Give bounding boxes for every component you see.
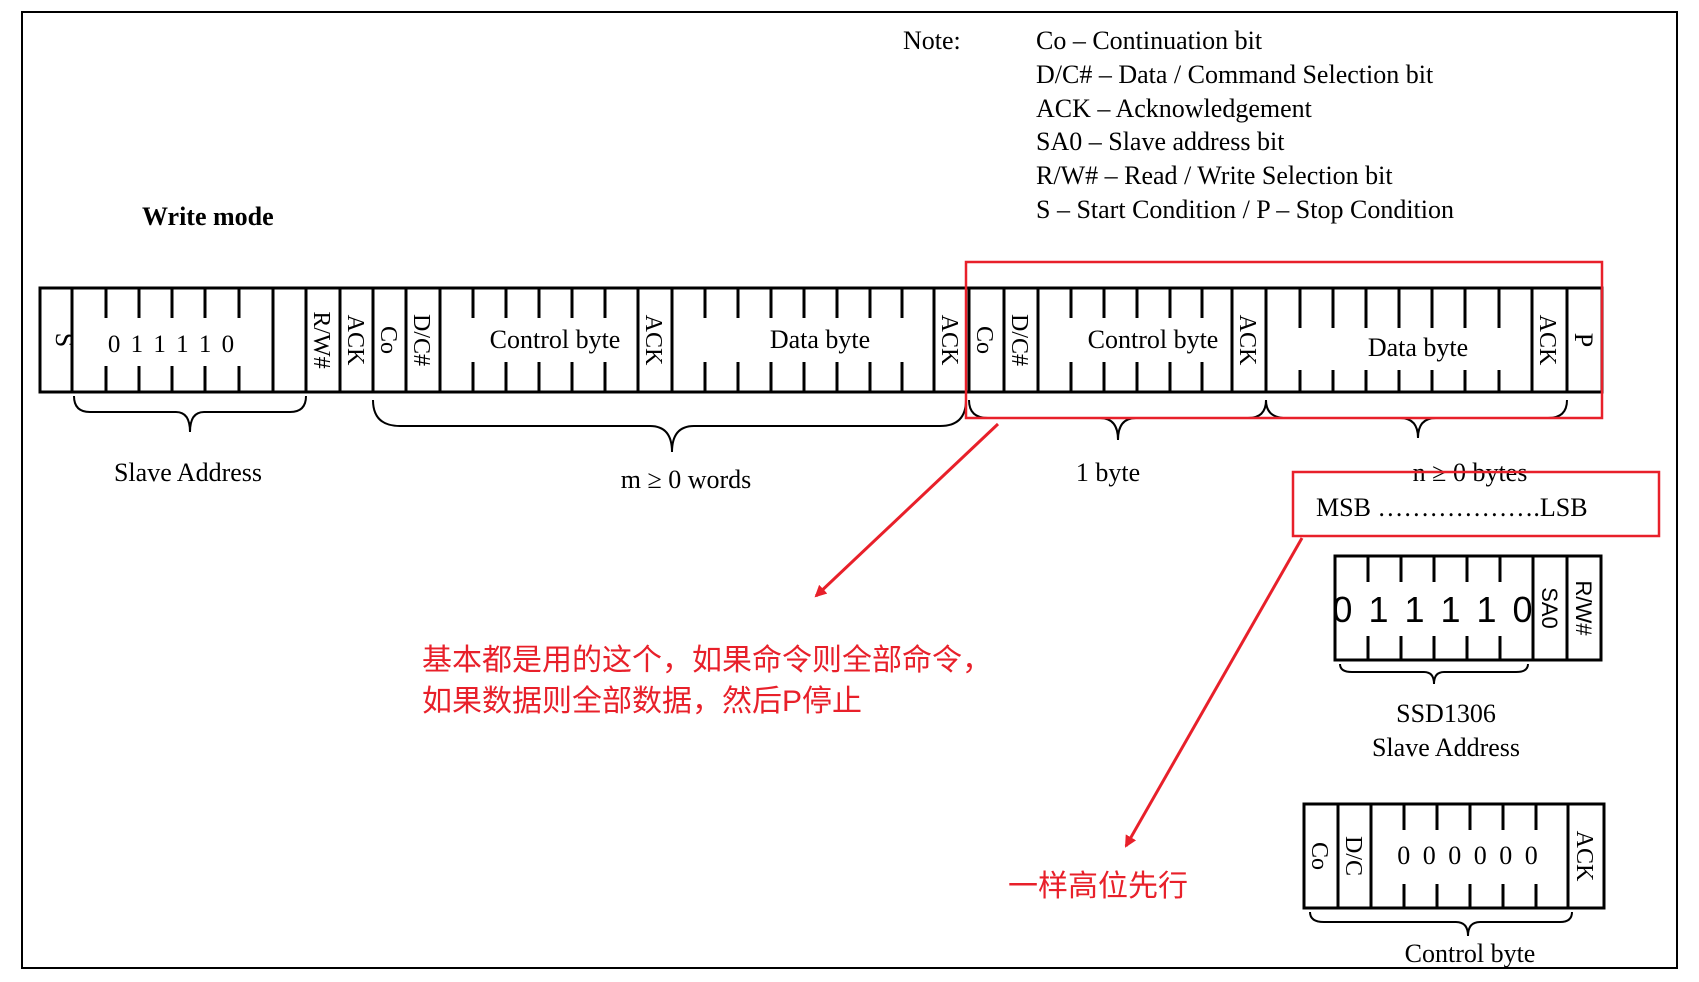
brace-slave-address (73, 395, 307, 433)
data-byte-label-2: Data byte (1368, 333, 1468, 362)
page-title: Write mode (142, 202, 274, 231)
sa0-label: SA0 (1537, 587, 1562, 629)
annotation-note-1-line-1: 基本都是用的这个，如果命令则全部命令， (422, 644, 992, 677)
slave-address-caption: Slave Address (114, 458, 262, 487)
data-byte-label-1: Data byte (770, 325, 870, 354)
m-words-caption: m ≥ 0 words (621, 465, 752, 494)
highlight-box-msb-lsb (1291, 470, 1661, 538)
ssd-rw-label: R/W# (1571, 581, 1596, 637)
highlight-box-control-data (964, 260, 1604, 420)
ack-label-4: ACK (1234, 315, 1260, 366)
dc-label-2: D/C# (1006, 314, 1032, 366)
ack-label-2: ACK (640, 315, 666, 366)
ssd1306-address-detail: 0 1 1 1 1 0 SA0 R/W# SSD1306 Slave Addre… (1332, 554, 1603, 762)
ack-label-5: ACK (1534, 315, 1560, 366)
note-item-sp: S – Start Condition / P – Stop Condition (1036, 195, 1454, 224)
detail-dc-label: D/C (1340, 836, 1366, 876)
co-label-1: Co (375, 326, 401, 354)
brace-one-byte (968, 399, 1267, 441)
arrow-to-note-1 (814, 422, 1000, 598)
detail-co-label: Co (1306, 842, 1332, 870)
arrow-to-note-2 (1124, 537, 1304, 848)
msb-lsb-caption: MSB ……………….LSB (1316, 493, 1588, 522)
note-item-rw: R/W# – Read / Write Selection bit (1036, 161, 1393, 190)
start-bit-label: S (50, 333, 79, 347)
one-byte-caption: 1 byte (1076, 458, 1140, 487)
ack-label-1: ACK (342, 315, 368, 366)
detail-ack-label: ACK (1571, 831, 1597, 882)
note-item-dc: D/C# – Data / Command Selection bit (1036, 60, 1434, 89)
note-item-ack: ACK – Acknowledgement (1036, 94, 1313, 123)
ssd1306-slave-address-caption: Slave Address (1372, 733, 1520, 762)
note-item-sa0: SA0 – Slave address bit (1036, 127, 1285, 156)
dc-label-1: D/C# (408, 314, 434, 366)
slave-address-bits: 0 1 1 1 1 0 (108, 331, 236, 358)
ssd1306-caption: SSD1306 (1396, 699, 1496, 728)
annotation-note-2: 一样高位先行 (1008, 870, 1188, 903)
detail-control-byte-caption: Control byte (1405, 939, 1536, 968)
detail-control-bits: 0 0 0 0 0 0 (1397, 841, 1541, 870)
control-byte-detail: Co D/C 0 0 0 0 0 0 ACK Control byte (1302, 802, 1606, 968)
control-byte-label-2: Control byte (1088, 325, 1219, 354)
brace-m-words (372, 399, 967, 453)
co-label-2: Co (971, 326, 997, 354)
ack-label-3: ACK (936, 315, 962, 366)
annotation-note-1-line-2: 如果数据则全部数据，然后P停止 (422, 685, 862, 718)
rw-bit-label: R/W# (308, 311, 334, 368)
ssd1306-address-bits: 0 1 1 1 1 0 (1332, 589, 1535, 630)
control-byte-label-1: Control byte (490, 325, 621, 354)
note-label: Note: (903, 26, 961, 55)
i2c-frame-bar: S 0 1 1 1 1 0 R/W# ACK Co D/C# Control b… (38, 286, 1604, 394)
note-item-co: Co – Continuation bit (1036, 26, 1263, 55)
page-frame (21, 11, 1678, 969)
stop-bit-label: P (1569, 333, 1598, 347)
